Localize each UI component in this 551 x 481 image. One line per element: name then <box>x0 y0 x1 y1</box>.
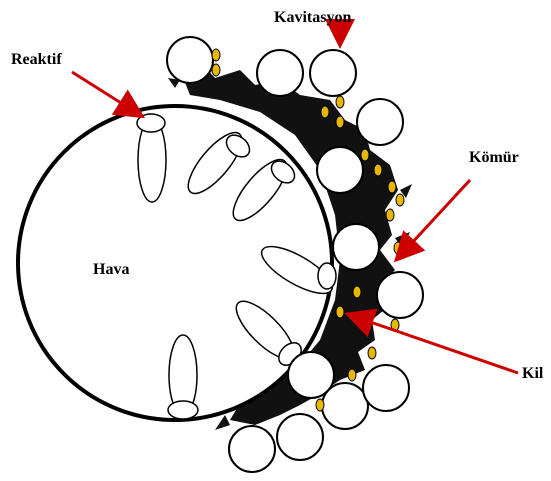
clay-label: Kil <box>522 365 544 382</box>
air-label: Hava <box>93 261 129 278</box>
clay-arrow <box>344 308 519 375</box>
reactive-arrow <box>71 70 146 119</box>
label-arrows <box>71 19 519 375</box>
coal-label: Kömür <box>469 149 519 166</box>
cavitation-label: Kavitasyon <box>274 9 351 26</box>
reactive-label: Reaktif <box>11 51 62 68</box>
small-bubbles <box>166 36 424 473</box>
coal-arrow <box>393 178 472 263</box>
reagent-molecules <box>136 113 337 420</box>
